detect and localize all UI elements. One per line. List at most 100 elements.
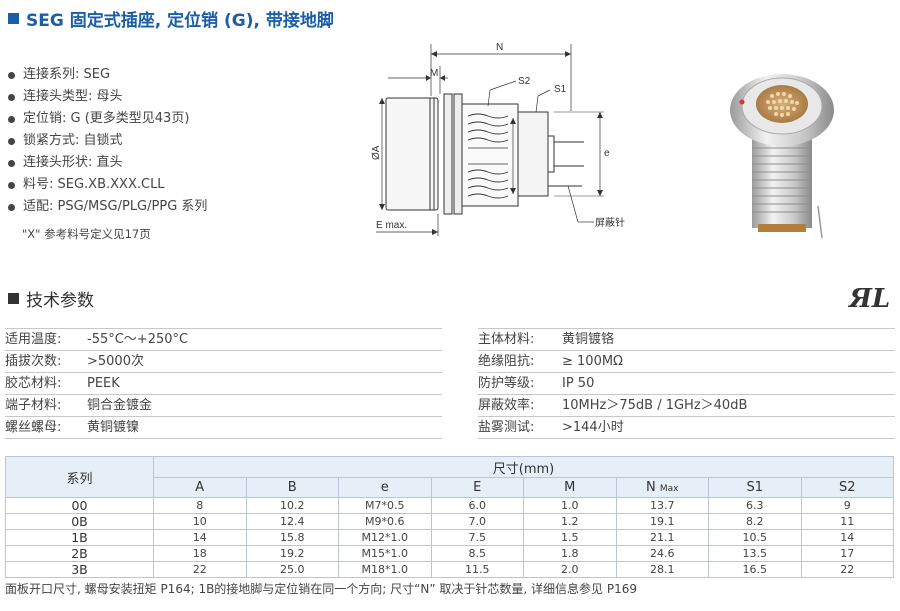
params-right: 主体材料:黄铜镀铬 绝缘阻抗:≥ 100MΩ 防护等级:IP 50 屏蔽效率:1…: [478, 328, 895, 439]
column-header: S1: [708, 477, 802, 498]
params-heading: 技术参数: [8, 286, 94, 311]
table-cell: 1B: [5, 529, 154, 546]
param-row: 主体材料:黄铜镀铬: [478, 328, 895, 351]
table-cell: 18: [153, 545, 247, 562]
label-n: N: [496, 42, 503, 53]
params-left: 适用温度:-55°C～+250°C 插拔次数:>5000次 胶芯材料:PEEK …: [5, 328, 442, 439]
label-s2: S2: [518, 76, 531, 87]
table-cell: 6.0: [430, 497, 524, 514]
product-photo: [730, 74, 834, 239]
table-cell: M9*0.6: [338, 513, 432, 530]
table-cell: 22: [153, 561, 247, 578]
spec-item: 适配: PSG/MSG/PLG/PPG 系列: [8, 196, 207, 218]
table-cell: 00: [5, 497, 154, 514]
spec-item: 锁紧方式: 自锁式: [8, 130, 207, 152]
label-a: ØA: [371, 145, 382, 160]
table-cell: 7.5: [430, 529, 524, 546]
param-row: 适用温度:-55°C～+250°C: [5, 328, 442, 351]
bullet-icon: [8, 115, 15, 123]
table-cell: 13.5: [708, 545, 802, 562]
table-cell: 19.2: [245, 545, 339, 562]
table-cell: 1.8: [523, 545, 617, 562]
product-title-text: SEG 固定式插座, 定位销 (G), 带接地脚: [26, 11, 334, 31]
footer-note: 面板开口尺寸, 螺母安装扭矩 P164; 1B的接地脚与定位销在同一个方向; 尺…: [5, 582, 637, 596]
spec-item: 定位销: G (更多类型见43页): [8, 108, 207, 130]
table-cell: 25.0: [245, 561, 339, 578]
table-cell: 24.6: [615, 545, 709, 562]
column-header: E: [430, 477, 524, 498]
title-square-icon: [8, 13, 19, 24]
param-row: 屏蔽效率:10MHz＞75dB / 1GHz＞40dB: [478, 395, 895, 417]
table-cell: 1.0: [523, 497, 617, 514]
table-cell: 3B: [5, 561, 154, 578]
table-cell: 14: [153, 529, 247, 546]
table-cell: 19.1: [615, 513, 709, 530]
label-emax: E max.: [376, 220, 407, 231]
table-cell: 17: [800, 545, 894, 562]
params-heading-text: 技术参数: [26, 291, 94, 311]
table-cell: M12*1.0: [338, 529, 432, 546]
table-cell: 9: [800, 497, 894, 514]
spec-item: 料号: SEG.XB.XXX.CLL: [8, 174, 207, 196]
table-cell: 10.2: [245, 497, 339, 514]
table-cell: 1.5: [523, 529, 617, 546]
bullet-icon: [8, 203, 15, 211]
table-cell: 11: [800, 513, 894, 530]
table-cell: 7.0: [430, 513, 524, 530]
param-row: 盐雾测试:>144小时: [478, 417, 895, 439]
table-cell: 12.4: [245, 513, 339, 530]
label-s1: S1: [554, 84, 567, 95]
label-e: e: [604, 148, 610, 159]
spec-item: 连接系列: SEG: [8, 64, 207, 86]
bullet-icon: [8, 159, 15, 167]
column-header: M: [523, 477, 617, 498]
table-cell: 10: [153, 513, 247, 530]
table-cell: 21.1: [615, 529, 709, 546]
part-number-note: "X" 参考料号定义见17页: [22, 227, 151, 241]
table-cell: 8.5: [430, 545, 524, 562]
bullet-icon: [8, 181, 15, 189]
param-row: 螺丝螺母:黄铜镀镍: [5, 417, 442, 439]
bullet-icon: [8, 137, 15, 145]
table-cell: 28.1: [615, 561, 709, 578]
table-cell: 8.2: [708, 513, 802, 530]
label-m: M: [430, 68, 438, 79]
table-cell: 1.2: [523, 513, 617, 530]
spec-list: 连接系列: SEG 连接头类型: 母头 定位销: G (更多类型见43页) 锁紧…: [8, 64, 207, 218]
column-header: S2: [800, 477, 894, 498]
ul-certification-logo: ЯL: [848, 284, 890, 312]
table-cell: 10.5: [708, 529, 802, 546]
table-cell: 8: [153, 497, 247, 514]
heading-square-icon: [8, 293, 19, 304]
spec-item: 连接头形状: 直头: [8, 152, 207, 174]
param-row: 胶芯材料:PEEK: [5, 373, 442, 395]
series-header: 系列: [5, 456, 154, 498]
table-cell: 2.0: [523, 561, 617, 578]
bullet-icon: [8, 71, 15, 79]
product-title: SEG 固定式插座, 定位销 (G), 带接地脚: [8, 6, 334, 31]
table-cell: 0B: [5, 513, 154, 530]
table-cell: M15*1.0: [338, 545, 432, 562]
technical-drawing: N M ØA ØB e S2 S1 E max. 屏蔽针: [371, 42, 625, 236]
table-cell: 22: [800, 561, 894, 578]
param-row: 防护等级:IP 50: [478, 373, 895, 395]
spec-item: 连接头类型: 母头: [8, 86, 207, 108]
table-cell: 6.3: [708, 497, 802, 514]
table-cell: 15.8: [245, 529, 339, 546]
param-row: 插拔次数:>5000次: [5, 351, 442, 373]
bullet-icon: [8, 93, 15, 101]
label-shield-pin: 屏蔽针: [595, 216, 625, 229]
param-row: 端子材料:铜合金镀金: [5, 395, 442, 417]
table-cell: M7*0.5: [338, 497, 432, 514]
column-header: B: [245, 477, 339, 498]
table-cell: 11.5: [430, 561, 524, 578]
table-cell: M18*1.0: [338, 561, 432, 578]
column-header: e: [338, 477, 432, 498]
table-cell: 2B: [5, 545, 154, 562]
table-cell: 13.7: [615, 497, 709, 514]
